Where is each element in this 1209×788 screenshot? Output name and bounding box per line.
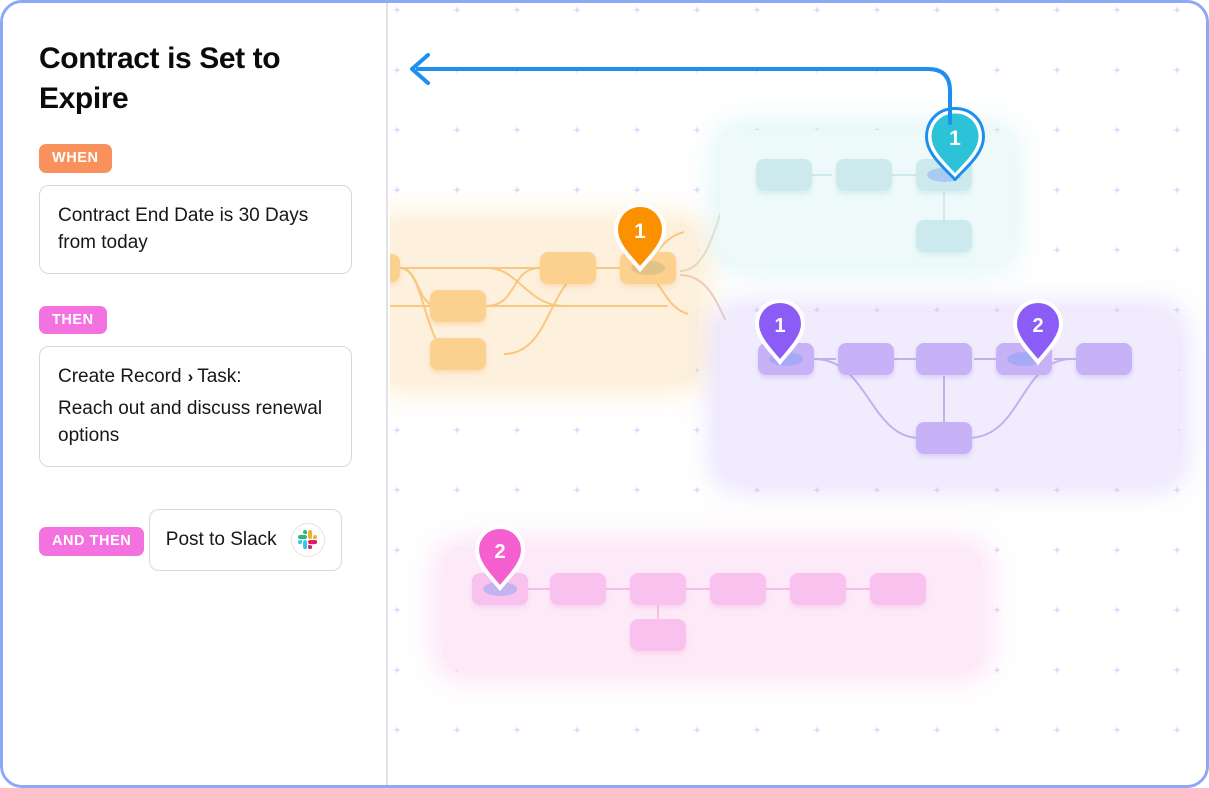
then-section: THEN Create Record›Task: Reach out and d… [39,305,352,467]
orange-node-2[interactable] [430,290,486,322]
then-action-detail: Reach out and discuss renewal options [58,397,323,447]
purple-group[interactable] [720,312,1178,482]
svg-text:2: 2 [1032,315,1043,337]
svg-text:2: 2 [494,541,505,563]
and-then-badge: AND THEN [39,527,145,556]
when-trigger-card[interactable]: Contract End Date is 30 Days from today [39,184,352,274]
purple-node-2[interactable] [838,343,894,375]
and-then-action-text: Post to Slack [165,529,277,551]
purple-node-6[interactable] [916,422,972,454]
then-action-card[interactable]: Create Record›Task: Reach out and discus… [39,346,352,467]
recipe-sidebar: Contract is Set to Expire WHEN Contract … [3,3,388,785]
workflow-canvas[interactable]: 1 1 1 2 2 [390,3,1206,785]
and-then-section: AND THEN Post to Slack [39,497,352,571]
when-trigger-text: Contract End Date is 30 Days from today [58,204,309,254]
orange-pin-1[interactable]: 1 [610,201,670,273]
orange-node-3[interactable] [430,338,486,370]
purple-pin-2[interactable]: 2 [1010,297,1066,367]
when-badge: WHEN [39,144,112,173]
and-then-action-card[interactable]: Post to Slack [148,508,342,571]
purple-connectors [813,358,1076,439]
slack-icon [290,522,325,557]
then-action-name: Create Record [58,366,182,388]
teal-node-2[interactable] [836,159,892,191]
chevron-right-icon: › [187,367,194,387]
pink-node-3[interactable] [630,573,686,605]
then-action-object: Task: [197,366,242,388]
svg-text:1: 1 [634,220,646,243]
purple-pin-1[interactable]: 1 [752,297,808,367]
pink-node-4[interactable] [710,573,766,605]
pink-node-5[interactable] [790,573,846,605]
pink-node-2[interactable] [550,573,606,605]
pink-group[interactable] [442,547,983,672]
then-badge: THEN [39,305,107,335]
svg-text:1: 1 [949,127,961,150]
orange-node-1[interactable] [390,254,400,282]
teal-node-1[interactable] [756,159,812,191]
purple-node-5[interactable] [1076,343,1132,375]
pink-node-6[interactable] [870,573,926,605]
page-title: Contract is Set to Expire [39,42,281,115]
pink-pin-2[interactable]: 2 [472,523,528,593]
purple-node-3[interactable] [916,343,972,375]
teal-node-4[interactable] [916,220,972,252]
teal-pin-1[interactable]: 1 [924,107,986,181]
svg-text:1: 1 [774,315,785,337]
when-section: WHEN Contract End Date is 30 Days from t… [39,144,352,274]
orange-node-4[interactable] [540,252,596,284]
pink-node-7[interactable] [630,619,686,651]
